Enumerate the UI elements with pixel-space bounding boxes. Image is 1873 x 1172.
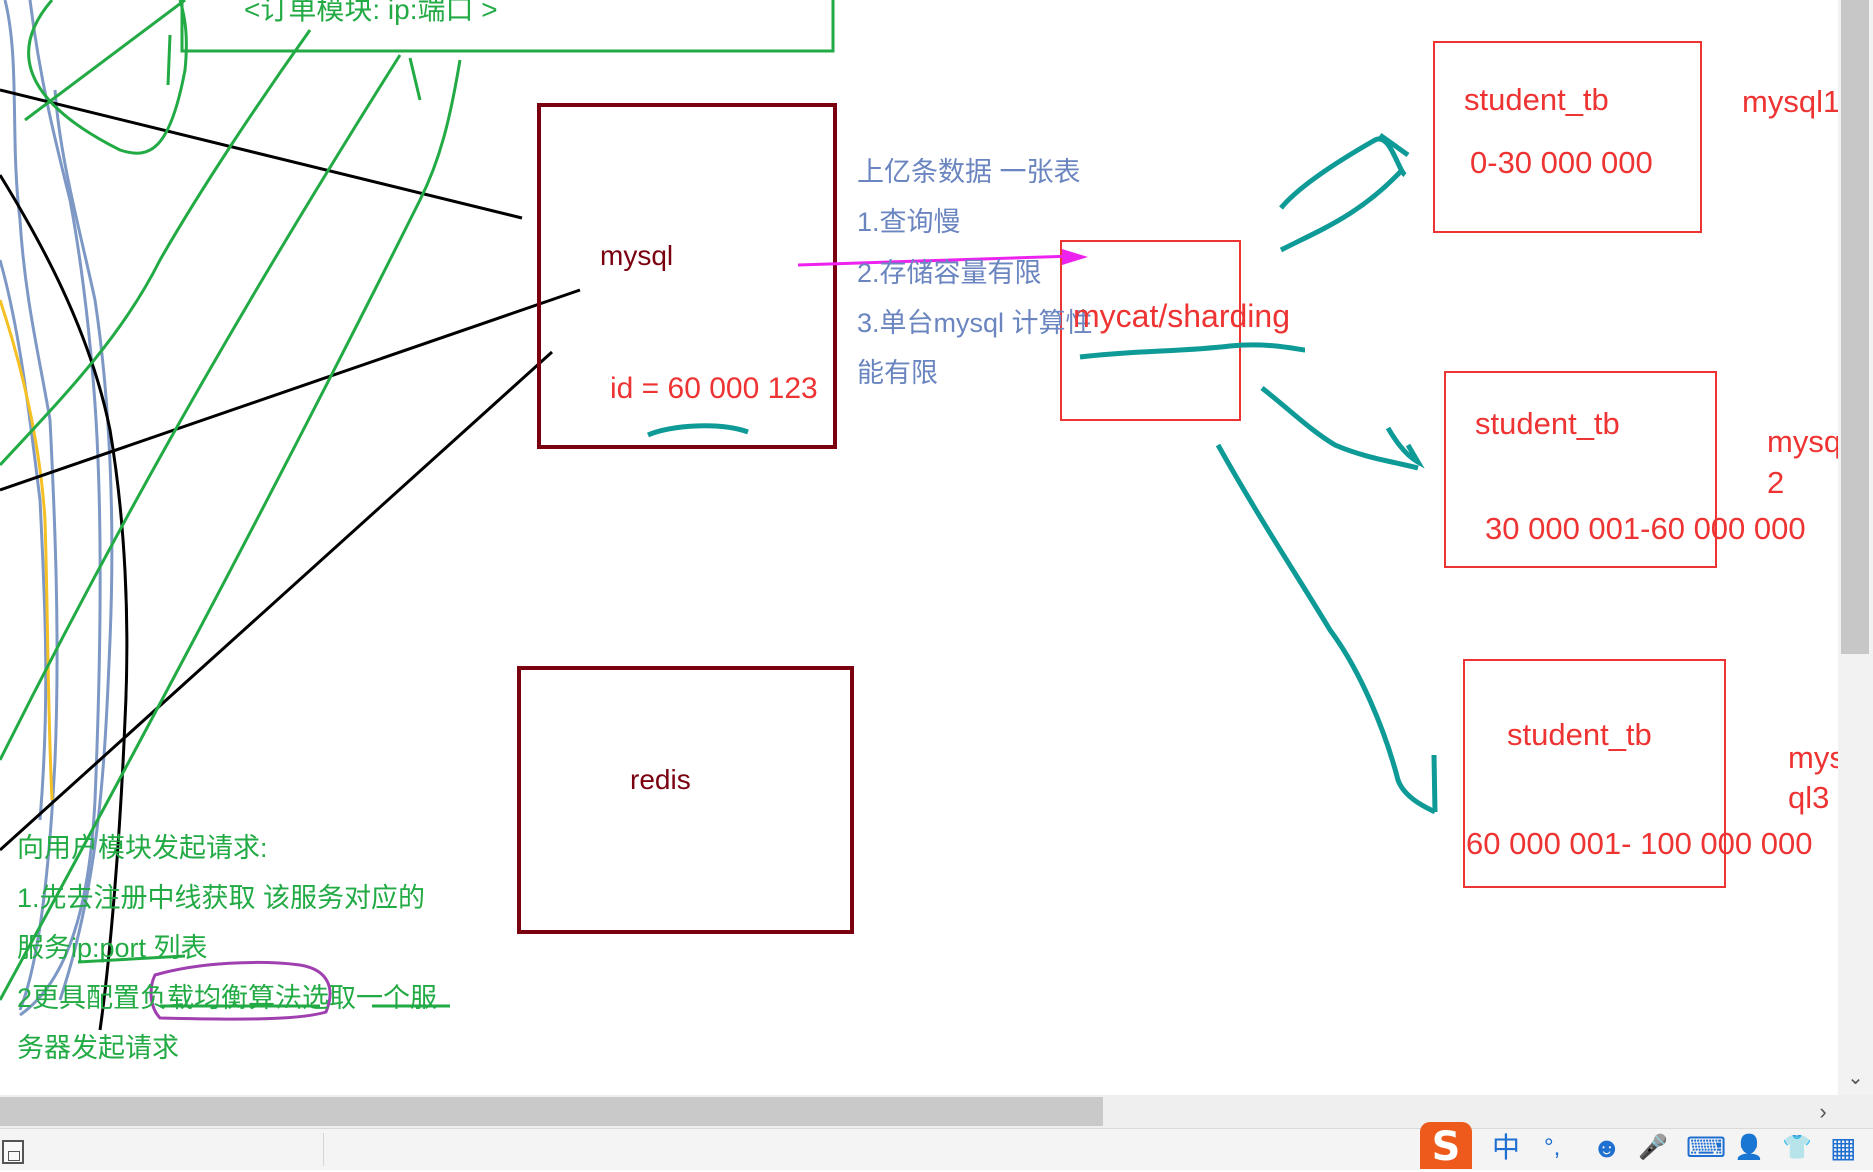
teal-stroke: [1279, 136, 1407, 210]
scroll-right-icon[interactable]: ›: [1819, 1099, 1827, 1124]
note-line: 务器发起请求: [17, 1033, 179, 1063]
save-icon[interactable]: [2, 1140, 24, 1164]
note-line: 服务ip:port 列表: [17, 933, 208, 963]
mysql-box[interactable]: [537, 103, 837, 449]
black-stroke: [0, 174, 129, 1031]
blue-stroke: [3, 0, 59, 1011]
green-stroke: [27, 0, 188, 155]
shard-db-label: mysql1: [1742, 84, 1841, 119]
note-line: 向用户模块发起请求:: [17, 833, 268, 863]
punctuation-icon[interactable]: °,: [1544, 1134, 1561, 1161]
green-stroke: [0, 54, 402, 761]
green-stroke: [0, 59, 462, 1001]
shard-db-label: mys: [1788, 740, 1845, 775]
shard-db-label: 2: [1767, 465, 1785, 500]
horizontal-scroll-thumb[interactable]: [0, 1097, 1103, 1126]
vertical-scroll-thumb[interactable]: [1841, 0, 1869, 654]
problem-line: 2.存储容量有限: [857, 258, 1042, 288]
shard-range-label: 60 000 001- 100 000 000: [1466, 826, 1813, 861]
teal-stroke: [1079, 342, 1306, 360]
chinese-mode-icon[interactable]: 中: [1492, 1132, 1521, 1163]
yellow-stroke: [0, 299, 54, 801]
black-stroke: [0, 288, 581, 492]
redis-box[interactable]: [517, 666, 854, 934]
green-underline: [77, 954, 186, 964]
shard-range-label: 0-30 000 000: [1470, 145, 1653, 180]
teal-stroke: [1385, 426, 1425, 469]
magenta-arrowhead: [1062, 249, 1088, 265]
shard-db-label: mysql: [1767, 424, 1848, 459]
green-stroke: [24, 0, 186, 122]
problem-line: 3.单台mysql 计算性: [857, 308, 1093, 338]
middleware-label: mycat/sharding: [1073, 298, 1290, 334]
skin-icon[interactable]: 👕: [1782, 1134, 1812, 1161]
problem-line: 上亿条数据 一张表: [857, 157, 1081, 187]
shard-box-1[interactable]: [1433, 41, 1702, 233]
teal-stroke: [1279, 168, 1404, 253]
problem-line: 1.查询慢: [857, 207, 961, 237]
shard-box-3[interactable]: [1463, 659, 1726, 888]
shard-db-label: ql3: [1788, 780, 1830, 815]
green-stroke: [408, 57, 422, 101]
teal-stroke: [1378, 132, 1410, 158]
status-bar: [0, 1128, 1873, 1170]
purple-highlight: [149, 960, 332, 1021]
shard-range-label: 30 000 001-60 000 000: [1485, 511, 1806, 546]
microphone-icon[interactable]: 🎤: [1638, 1134, 1668, 1161]
note-line: 2更具配置负载均衡算法选取一个服: [17, 983, 438, 1013]
mycat-box[interactable]: [1060, 240, 1241, 421]
shard-table-label: student_tb: [1464, 82, 1609, 117]
redis-title: redis: [630, 764, 691, 795]
shard-table-label: student_tb: [1475, 406, 1620, 441]
blue-stroke: [53, 89, 114, 1001]
magenta-arrow: [797, 254, 1076, 267]
blue-stroke: [19, 0, 102, 1017]
teal-stroke: [1431, 754, 1438, 813]
teal-stroke: [1260, 386, 1419, 471]
scroll-down-icon[interactable]: ⌄: [1847, 1067, 1864, 1089]
teal-stroke: [1215, 443, 1437, 815]
ime-toolbar: S 中 °, ☻ 🎤 ⌨ 👤 👕 ▦: [1420, 1122, 1873, 1170]
emoji-icon[interactable]: ☻: [1592, 1132, 1622, 1163]
green-stroke: [0, 29, 312, 467]
user-icon[interactable]: 👤: [1734, 1134, 1764, 1161]
sogou-logo-icon[interactable]: S: [1420, 1122, 1472, 1170]
problem-line: 能有限: [857, 358, 938, 388]
keyboard-icon[interactable]: ⌨: [1686, 1132, 1727, 1163]
black-stroke: [0, 350, 554, 852]
shard-box-2[interactable]: [1444, 371, 1717, 568]
top-module-box[interactable]: [180, 0, 835, 53]
teal-underline: [646, 423, 749, 438]
top-module-label: <订单模块: ip:端口 >: [244, 0, 498, 25]
black-stroke: [0, 88, 523, 220]
mysql-id-label: id = 60 000 123: [610, 372, 818, 405]
toolbox-icon[interactable]: ▦: [1830, 1132, 1857, 1163]
blue-stroke: [0, 259, 48, 821]
green-stroke: [166, 34, 172, 86]
status-separator: [323, 1133, 324, 1166]
mysql-title: mysql: [600, 240, 674, 271]
note-line: 1.先去注册中线获取 该服务对应的: [17, 883, 426, 913]
shard-table-label: student_tb: [1507, 717, 1652, 752]
